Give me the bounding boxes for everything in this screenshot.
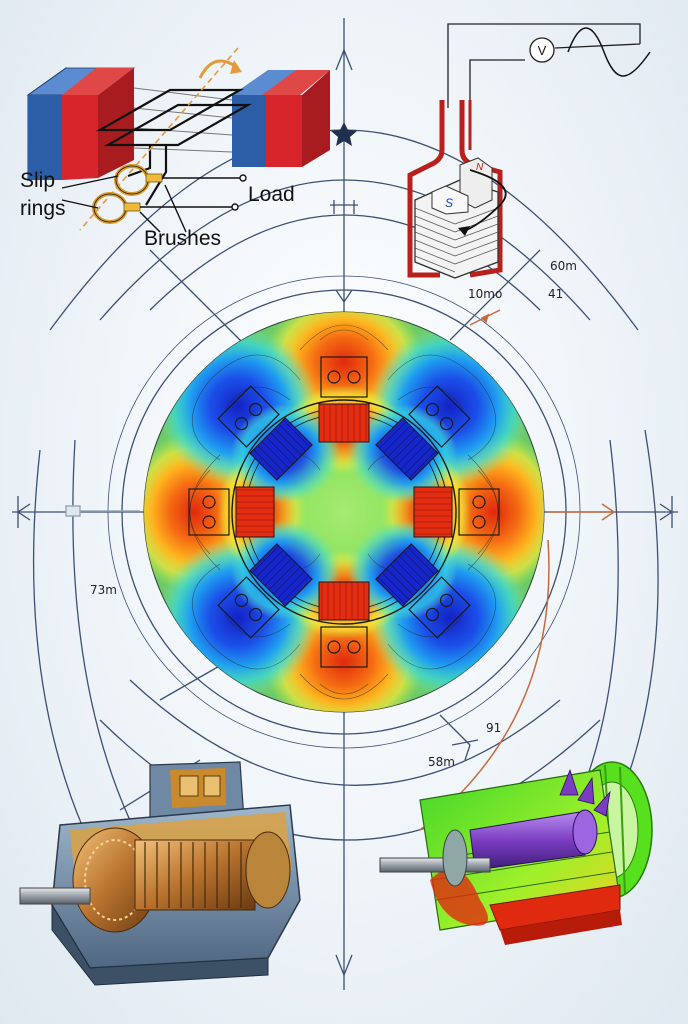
slip-label: Slip <box>20 169 56 192</box>
voltmeter-label: V <box>538 43 547 58</box>
load-label: Load <box>248 183 295 206</box>
ac-generator-diagram <box>26 47 330 233</box>
brushes-label: Brushes <box>144 227 222 250</box>
star-marker-icon <box>331 122 357 146</box>
dimension-label-60m: 60m <box>550 259 577 273</box>
rings-label: rings <box>20 197 66 220</box>
dimension-label-10mo: 10mo <box>468 287 503 301</box>
voltmeter-icon: V <box>529 37 555 63</box>
transformer-diagram: V S N <box>407 23 651 279</box>
dimension-label-73m: 73m <box>90 583 117 597</box>
field-simulation-disc <box>143 311 545 713</box>
dimension-label-41: 41 <box>548 287 564 301</box>
dimension-label-91: 91 <box>486 721 502 735</box>
fem-motor-render <box>379 761 653 945</box>
cutaway-motor <box>19 761 301 986</box>
pole-north-label: N <box>476 162 484 173</box>
dimension-arrows <box>16 48 674 977</box>
sine-wave-icon <box>567 27 651 77</box>
dimension-label-58m: 58m <box>428 755 455 769</box>
pole-south-label: S <box>445 196 453 210</box>
left-marker <box>65 505 140 517</box>
